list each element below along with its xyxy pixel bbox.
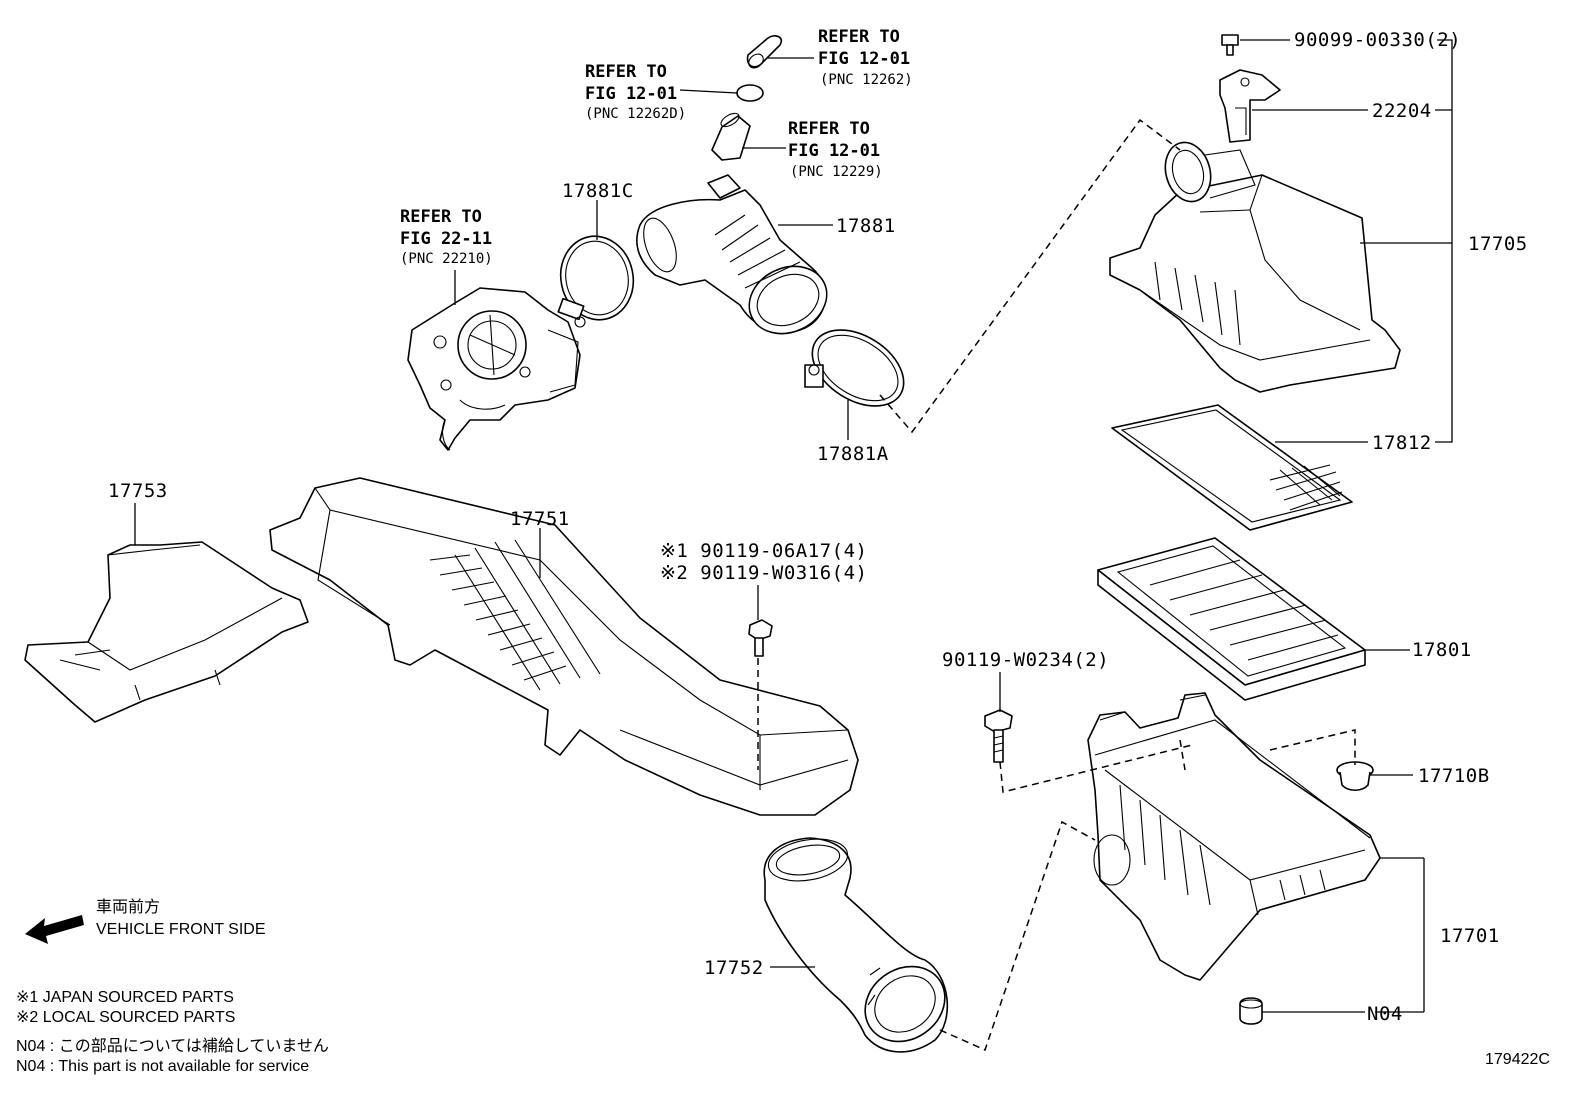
part-number-17710B[interactable]: 17710B	[1418, 765, 1490, 787]
part-number-17881A[interactable]: 17881A	[817, 443, 889, 465]
refer-label-clamp: REFER TO FIG 12-01 (PNC 12262D)	[585, 62, 686, 122]
leader-lines	[134, 39, 1452, 1013]
air-cleaner-case-17701[interactable]	[1087, 692, 1381, 981]
part-number-90119-W0234[interactable]: 90119-W0234(2)	[942, 649, 1109, 671]
svg-text:FIG 22-11: FIG 22-11	[400, 229, 492, 249]
svg-text:REFER TO: REFER TO	[788, 119, 870, 139]
air-cleaner-cap-17705[interactable]	[1109, 137, 1401, 393]
front-direction-arrow-icon	[25, 915, 84, 944]
svg-text:FIG 12-01: FIG 12-01	[788, 141, 880, 161]
refer-label-throttle: REFER TO FIG 22-11 (PNC 22210)	[400, 207, 493, 267]
direction-label-jp: 車両前方	[96, 898, 160, 916]
part-number-90119-06A17[interactable]: ※1 90119-06A17(4)	[660, 540, 867, 562]
refer-label-pipe: REFER TO FIG 12-01 (PNC 12229)	[788, 119, 883, 180]
screw-90099-00330[interactable]	[1221, 34, 1239, 56]
figure-code: 179422C	[1485, 1051, 1550, 1068]
part-number-17812[interactable]: 17812	[1372, 432, 1432, 454]
part-number-17752[interactable]: 17752	[704, 957, 764, 979]
part-number-90119-W0316[interactable]: ※2 90119-W0316(4)	[660, 562, 867, 584]
part-number-90099-00330[interactable]: 90099-00330(2)	[1294, 29, 1461, 51]
air-duct-17752[interactable]	[763, 833, 959, 1056]
svg-text:REFER TO: REFER TO	[585, 62, 667, 82]
part-number-17705[interactable]: 17705	[1468, 233, 1528, 255]
svg-text:REFER TO: REFER TO	[400, 207, 482, 227]
air-duct-17753[interactable]	[24, 541, 309, 723]
assembly-dashed-lines	[757, 118, 1356, 1052]
direction-label-en: VEHICLE FRONT SIDE	[96, 921, 266, 938]
part-number-17881[interactable]: 17881	[836, 215, 896, 237]
part-number-17751[interactable]: 17751	[510, 508, 570, 530]
grommet-17710B[interactable]	[1336, 761, 1374, 792]
bolt-90119-W0234[interactable]	[984, 709, 1013, 763]
svg-text:(PNC 22210): (PNC 22210)	[400, 251, 493, 267]
svg-text:REFER TO: REFER TO	[818, 27, 900, 47]
hose-clamp-17881A[interactable]	[799, 314, 918, 421]
svg-text:(PNC 12229): (PNC 12229)	[790, 164, 883, 180]
note-n04-en: N04 : This part is not available for ser…	[16, 1058, 309, 1075]
refer-label-hose: REFER TO FIG 12-01 (PNC 12262)	[818, 27, 913, 88]
assembly-brackets	[1423, 39, 1453, 1012]
air-filter-element-17801[interactable]	[1097, 537, 1366, 701]
part-number-17753[interactable]: 17753	[108, 480, 168, 502]
note-japan-sourced: ※1 JAPAN SOURCED PARTS	[16, 989, 234, 1006]
air-duct-17751[interactable]	[269, 477, 859, 816]
note-local-sourced: ※2 LOCAL SOURCED PARTS	[16, 1009, 235, 1026]
ref-hose-parts	[711, 35, 783, 161]
drain-plug-N04[interactable]	[1239, 997, 1263, 1025]
hose-clamp-17881C[interactable]	[553, 229, 641, 328]
air-cleaner-hose-17881[interactable]	[636, 174, 838, 346]
svg-text:FIG 12-01: FIG 12-01	[585, 84, 677, 104]
svg-text:FIG 12-01: FIG 12-01	[818, 49, 910, 69]
part-number-17701[interactable]: 17701	[1440, 925, 1500, 947]
bolt-90119-06A17[interactable]	[748, 619, 773, 657]
svg-text:(PNC 12262): (PNC 12262)	[820, 72, 913, 88]
svg-text:(PNC 12262D): (PNC 12262D)	[585, 106, 686, 122]
part-number-17801[interactable]: 17801	[1412, 639, 1472, 661]
part-number-17881C[interactable]: 17881C	[562, 180, 634, 202]
throttle-body[interactable]	[407, 287, 581, 451]
part-number-22204[interactable]: 22204	[1372, 100, 1432, 122]
note-n04-jp: N04 : この部品については補給していません	[16, 1037, 329, 1055]
mass-air-flow-sensor-22204[interactable]	[1219, 69, 1281, 143]
part-number-N04[interactable]: N04	[1367, 1003, 1403, 1025]
gasket-17812[interactable]	[1111, 404, 1353, 531]
